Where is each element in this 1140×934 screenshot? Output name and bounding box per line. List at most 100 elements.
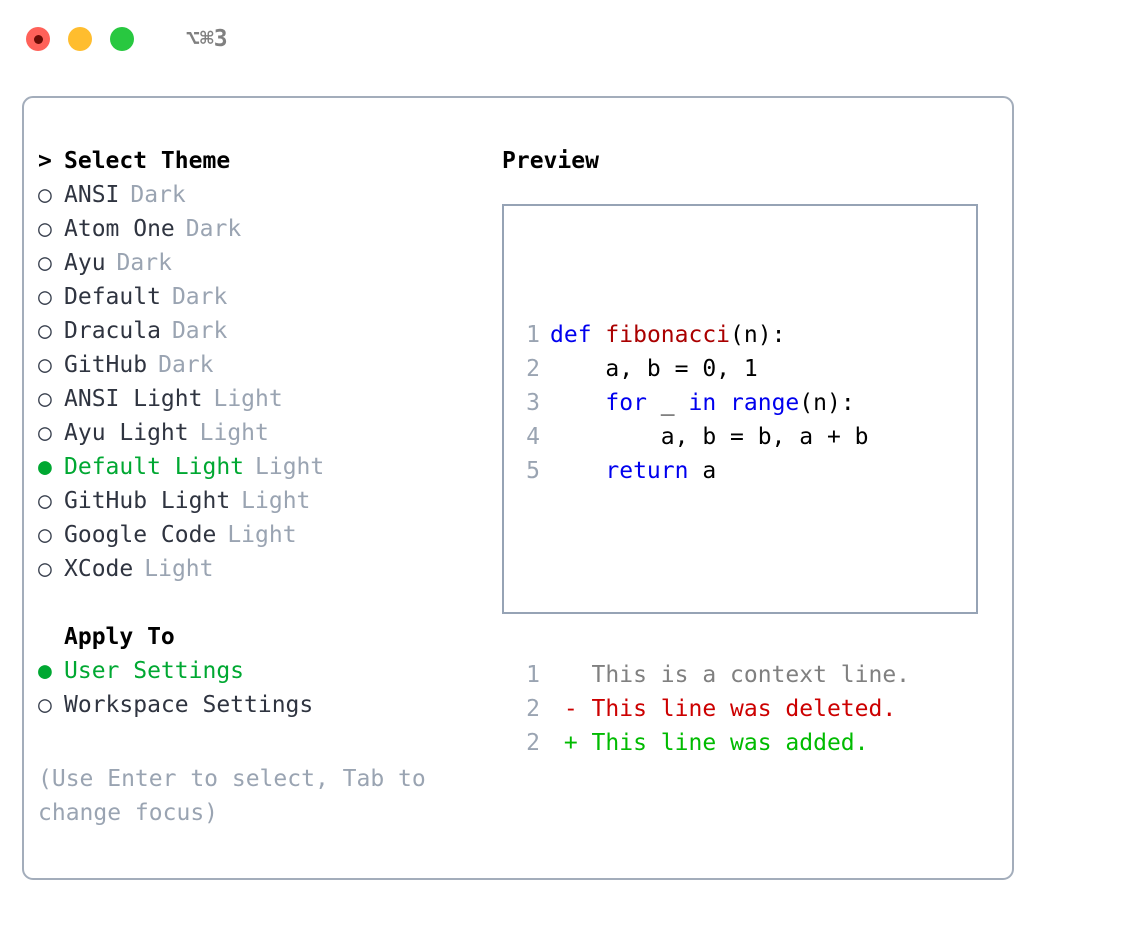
diff-line-text: This is a context line. (550, 662, 911, 688)
theme-row[interactable]: ○ ANSI Light Light (38, 382, 488, 416)
radio-unselected-icon[interactable]: ○ (38, 420, 52, 446)
line-number: 2 (526, 356, 540, 382)
code-token (550, 390, 605, 416)
code-token: return (605, 458, 689, 484)
apply-to-label: User Settings (64, 658, 245, 684)
theme-row[interactable]: ○ XCode Light (38, 552, 488, 586)
theme-row[interactable]: ● Default Light Light (38, 450, 488, 484)
theme-row[interactable]: ○ Dracula Dark (38, 314, 488, 348)
theme-kind-label: Dark (171, 284, 228, 310)
radio-unselected-icon[interactable]: ○ (38, 216, 52, 242)
theme-row[interactable]: ○ Ayu Light Light (38, 416, 488, 450)
line-number: 1 (526, 662, 540, 688)
apply-to-header: Apply To (38, 620, 488, 654)
diff-line-text: + This line was added. (550, 730, 869, 756)
minimize-window-button[interactable] (68, 27, 92, 51)
radio-unselected-icon[interactable]: ○ (38, 318, 52, 344)
theme-name-label: Default Light (64, 454, 245, 480)
code-token: a (688, 458, 717, 484)
radio-unselected-icon[interactable]: ○ (38, 182, 52, 208)
code-token: (n): (730, 322, 786, 348)
theme-name-label: Google Code (64, 522, 217, 548)
radio-unselected-icon[interactable]: ○ (38, 250, 52, 276)
theme-name-label: GitHub (64, 352, 148, 378)
close-window-button[interactable] (26, 27, 50, 51)
code-token: range (730, 390, 800, 416)
code-token (716, 390, 730, 416)
code-token: def (550, 322, 592, 348)
radio-unselected-icon[interactable]: ○ (38, 352, 52, 378)
theme-name-label: Ayu Light (64, 420, 189, 446)
traffic-light-group (26, 27, 134, 51)
theme-row[interactable]: ○ Default Dark (38, 280, 488, 314)
theme-name-label: XCode (64, 556, 134, 582)
theme-kind-label: Light (255, 454, 325, 480)
theme-name-label: Atom One (64, 216, 175, 242)
radio-selected-icon[interactable]: ● (38, 454, 52, 480)
code-token: in (688, 390, 717, 416)
maximize-window-button[interactable] (110, 27, 134, 51)
apply-to-row[interactable]: ○Workspace Settings (38, 688, 488, 722)
line-number: 2 (526, 730, 540, 756)
theme-row[interactable]: ○ GitHub Light Light (38, 484, 488, 518)
radio-unselected-icon[interactable]: ○ (38, 692, 52, 718)
code-token: for (605, 390, 647, 416)
diff-rows: 1 This is a context line. 2 - This line w… (518, 658, 910, 760)
code-token (592, 322, 606, 348)
theme-kind-label: Light (144, 556, 214, 582)
theme-kind-label: Light (241, 488, 311, 514)
radio-unselected-icon[interactable]: ○ (38, 386, 52, 412)
code-token: (n): (799, 390, 855, 416)
code-token: a, b = b, a + b (550, 424, 869, 450)
code-line-text: return a (550, 454, 716, 488)
radio-unselected-icon[interactable]: ○ (38, 488, 52, 514)
theme-kind-label: Dark (185, 216, 242, 242)
line-number: 5 (526, 458, 540, 484)
apply-to-row[interactable]: ● User Settings (38, 654, 488, 688)
radio-unselected-icon[interactable]: ○ (38, 556, 52, 582)
code-line-text: def fibonacci(n): (550, 318, 785, 352)
theme-row[interactable]: ○ Ayu Dark (38, 246, 488, 280)
radio-unselected-icon[interactable]: ○ (38, 522, 52, 548)
theme-kind-label: Dark (116, 250, 172, 276)
preview-header-label: Preview (502, 148, 599, 174)
apply-to-rows: ● User Settings ○Workspace Settings (38, 654, 488, 722)
select-theme-header-label: Select Theme (64, 148, 231, 174)
code-line-text: a, b = b, a + b (550, 420, 869, 454)
radio-selected-icon[interactable]: ● (38, 658, 52, 684)
theme-name-label: Default (64, 284, 161, 310)
code-token (550, 458, 605, 484)
prompt-caret-icon: > (38, 148, 52, 174)
window-titlebar: ⌥⌘3 (0, 0, 1140, 78)
code-line-text: for _ in range(n): (550, 386, 855, 420)
diff-line-text: - This line was deleted. (550, 696, 897, 722)
theme-name-label: ANSI Light (64, 386, 203, 412)
line-number: 3 (526, 390, 540, 416)
code-line: 4 a, b = b, a + b (518, 420, 910, 454)
theme-name-label: GitHub Light (64, 488, 231, 514)
theme-row[interactable]: ○ Atom One Dark (38, 212, 488, 246)
theme-kind-label: Dark (130, 182, 186, 208)
theme-name-label: Dracula (64, 318, 161, 344)
code-token: _ (646, 390, 689, 416)
code-token: a, b = 0, 1 (550, 356, 758, 382)
list-spacer (38, 586, 488, 620)
radio-unselected-icon[interactable]: ○ (38, 284, 52, 310)
code-line: 5 return a (518, 454, 910, 488)
code-line: 3 for _ in range(n): (518, 386, 910, 420)
theme-kind-label: Light (199, 420, 269, 446)
theme-name-label: Ayu (64, 250, 106, 276)
theme-kind-label: Dark (171, 318, 228, 344)
line-number: 4 (526, 424, 540, 450)
theme-kind-label: Light (213, 386, 283, 412)
